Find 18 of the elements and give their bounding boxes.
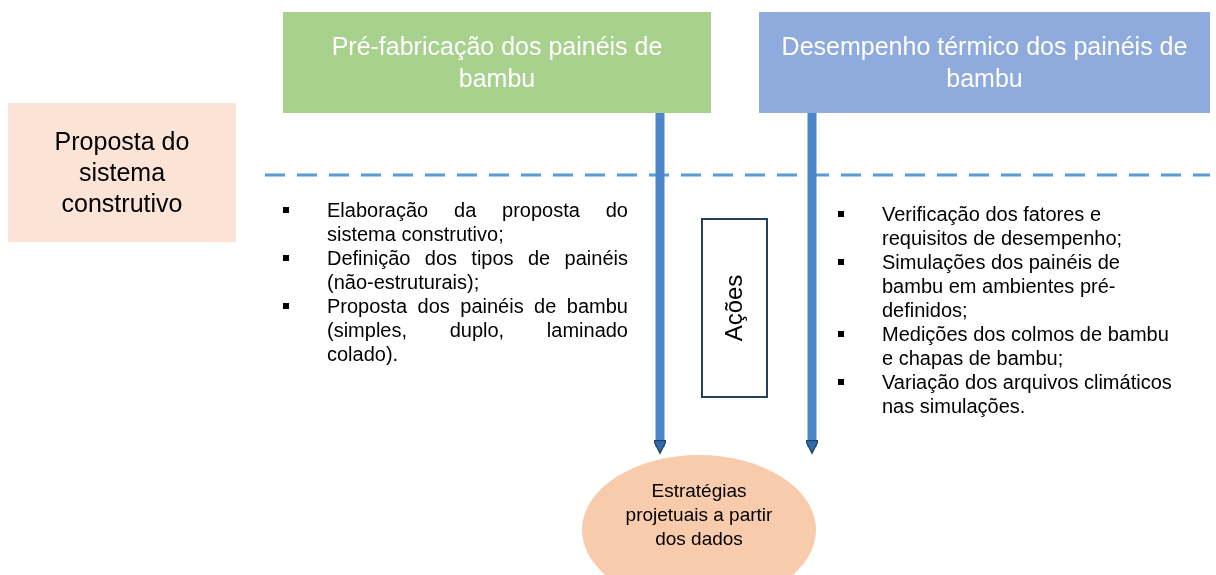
title-box <box>759 12 1210 113</box>
bullet-text: Proposta dos painéis de bambu (simples, duplo, laminado colado). <box>327 294 628 366</box>
label-box <box>701 218 768 398</box>
bullet-text: Simulações dos painéis de bambu em ambientes pré-definidos; <box>882 250 1121 322</box>
node-text: Ações <box>719 274 749 342</box>
node-text: Estratégias projetuais a partir dos dados <box>624 479 774 551</box>
bullet-text: Variação dos arquivos climáticos nas simulações. <box>882 370 1173 418</box>
bullet-text: Elaboração da proposta do sistema construtivo; <box>327 198 628 246</box>
arrow <box>805 113 819 454</box>
title-box <box>8 103 236 242</box>
bullet-text: Definição dos tipos de painéis (não-estruturais); <box>327 246 628 294</box>
node-text: Desempenho térmico dos painéis de bambu <box>780 31 1189 94</box>
arrow <box>653 113 667 454</box>
node-text: Proposta do sistema construtivo <box>53 125 191 220</box>
node-text: Pré-fabricação dos painéis de bambu <box>330 31 664 94</box>
bullet-text: Verificação dos fatores e requisitos de desempenho; <box>882 202 1124 250</box>
bullet-text: Medições dos colmos de bambu e chapas de bambu; <box>882 322 1170 370</box>
title-box <box>283 12 711 113</box>
